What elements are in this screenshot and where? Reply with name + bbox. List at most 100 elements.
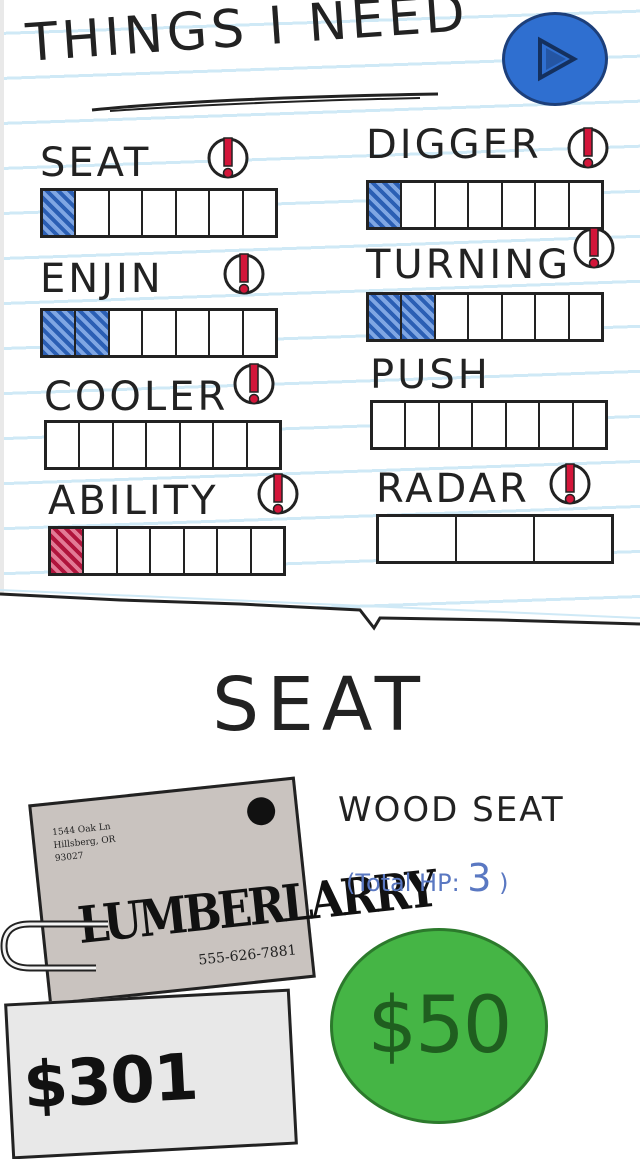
progress-segment xyxy=(402,295,436,339)
progress-segment xyxy=(143,311,177,355)
progress-segment xyxy=(503,183,537,227)
exclamation-alert-icon xyxy=(233,363,275,405)
progress-bar xyxy=(44,420,282,470)
part-label: DIGGER xyxy=(366,122,542,168)
progress-segment xyxy=(177,311,211,355)
part-turning[interactable]: TURNING xyxy=(366,227,615,352)
progress-segment xyxy=(110,191,144,235)
needs-notebook: THINGS I NEED SEAT DIGGER ENJIN xyxy=(0,0,640,640)
progress-bar xyxy=(366,292,604,342)
progress-segment xyxy=(151,529,185,573)
part-label: COOLER xyxy=(44,374,229,420)
progress-segment xyxy=(570,183,601,227)
next-button[interactable] xyxy=(502,12,608,106)
progress-segment xyxy=(118,529,152,573)
exclamation-alert-icon xyxy=(567,127,609,169)
progress-segment xyxy=(507,403,541,447)
page-title: THINGS I NEED xyxy=(24,0,471,74)
progress-segment xyxy=(369,183,403,227)
progress-segment xyxy=(469,183,503,227)
progress-segment xyxy=(406,403,440,447)
progress-bar xyxy=(48,526,286,576)
progress-segment xyxy=(244,191,275,235)
part-label: ABILITY xyxy=(48,478,219,524)
part-ability[interactable]: ABILITY xyxy=(48,473,299,588)
progress-segment xyxy=(214,423,248,467)
part-digger[interactable]: DIGGER xyxy=(366,122,611,232)
progress-segment xyxy=(536,183,570,227)
progress-segment xyxy=(379,517,457,561)
progress-segment xyxy=(181,423,215,467)
part-label: TURNING xyxy=(366,242,572,288)
progress-segment xyxy=(436,295,470,339)
progress-segment xyxy=(143,191,177,235)
paper-clip-icon xyxy=(0,920,108,972)
item-hp: (Total HP: 3 ) xyxy=(346,856,509,900)
exclamation-alert-icon xyxy=(223,253,265,295)
vendor-phone: 555-626-7881 xyxy=(197,942,298,969)
progress-segment xyxy=(252,529,283,573)
progress-segment xyxy=(51,529,85,573)
play-arrow-icon xyxy=(538,36,579,82)
progress-segment xyxy=(114,423,148,467)
progress-bar xyxy=(370,400,608,450)
exclamation-alert-icon xyxy=(207,137,249,179)
progress-segment xyxy=(76,191,110,235)
progress-segment xyxy=(570,295,601,339)
progress-bar xyxy=(40,308,278,358)
title-underline xyxy=(91,92,439,112)
progress-segment xyxy=(473,403,507,447)
progress-segment xyxy=(440,403,474,447)
exclamation-alert-icon xyxy=(573,227,615,269)
progress-segment xyxy=(373,403,407,447)
progress-segment xyxy=(469,295,503,339)
progress-segment xyxy=(574,403,605,447)
progress-segment xyxy=(402,183,436,227)
progress-segment xyxy=(369,295,403,339)
item-name: WOOD SEAT xyxy=(338,790,565,830)
part-label: ENJIN xyxy=(40,256,164,302)
progress-segment xyxy=(244,311,275,355)
progress-segment xyxy=(185,529,219,573)
progress-segment xyxy=(535,517,611,561)
money-tag: $301 xyxy=(4,988,298,1159)
part-label: SEAT xyxy=(40,140,152,186)
buy-price: $50 xyxy=(367,981,513,1071)
progress-segment xyxy=(248,423,279,467)
progress-segment xyxy=(210,191,244,235)
progress-segment xyxy=(540,403,574,447)
progress-segment xyxy=(110,311,144,355)
part-enjin[interactable]: ENJIN xyxy=(40,253,285,366)
notebook-margin xyxy=(0,0,4,600)
progress-segment xyxy=(43,311,77,355)
money-display: $301 xyxy=(21,1040,200,1124)
progress-bar xyxy=(366,180,604,230)
progress-segment xyxy=(80,423,114,467)
vendor-logo-icon xyxy=(245,795,277,827)
part-seat[interactable]: SEAT xyxy=(40,137,285,250)
progress-segment xyxy=(503,295,537,339)
selected-category-title: SEAT xyxy=(212,662,428,748)
part-push[interactable]: PUSH xyxy=(370,352,615,462)
part-label: RADAR xyxy=(376,466,530,512)
progress-bar xyxy=(376,514,614,564)
part-cooler[interactable]: COOLER xyxy=(44,363,289,484)
torn-paper-edge xyxy=(0,589,640,644)
buy-button[interactable]: $50 xyxy=(330,928,548,1124)
exclamation-alert-icon xyxy=(257,473,299,515)
progress-segment xyxy=(218,529,252,573)
progress-segment xyxy=(177,191,211,235)
progress-segment xyxy=(84,529,118,573)
part-label: PUSH xyxy=(370,352,491,398)
progress-segment xyxy=(47,423,81,467)
progress-segment xyxy=(436,183,470,227)
progress-segment xyxy=(457,517,535,561)
progress-segment xyxy=(210,311,244,355)
progress-bar xyxy=(40,188,278,238)
part-radar[interactable]: RADAR xyxy=(376,463,621,576)
vendor-address: 1544 Oak Ln Hillsberg, OR 93027 xyxy=(51,822,116,865)
hp-value: 3 xyxy=(467,856,492,900)
exclamation-alert-icon xyxy=(549,463,591,505)
progress-segment xyxy=(536,295,570,339)
progress-segment xyxy=(147,423,181,467)
